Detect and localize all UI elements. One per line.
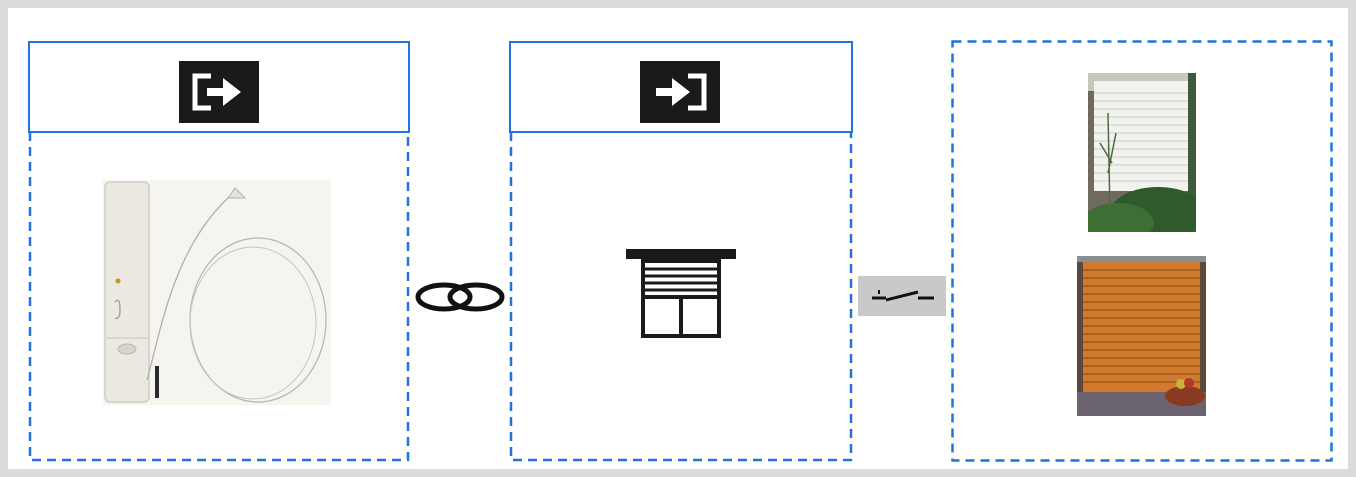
input-header-box xyxy=(509,41,853,133)
actuator-panel xyxy=(509,132,853,462)
roller-shutter-photo xyxy=(1088,73,1196,232)
shutter-symbol-icon xyxy=(626,249,736,344)
linked-rings-icon xyxy=(414,281,506,318)
venetian-blind-photo xyxy=(1077,256,1206,416)
switch-contact-icon xyxy=(858,276,946,316)
cord-sensor-device-image xyxy=(103,180,331,405)
output-arrow-icon xyxy=(179,61,259,123)
output-header-box xyxy=(28,41,410,133)
input-arrow-icon xyxy=(640,61,720,123)
sensor-panel xyxy=(28,132,410,462)
loads-panel xyxy=(951,40,1333,462)
